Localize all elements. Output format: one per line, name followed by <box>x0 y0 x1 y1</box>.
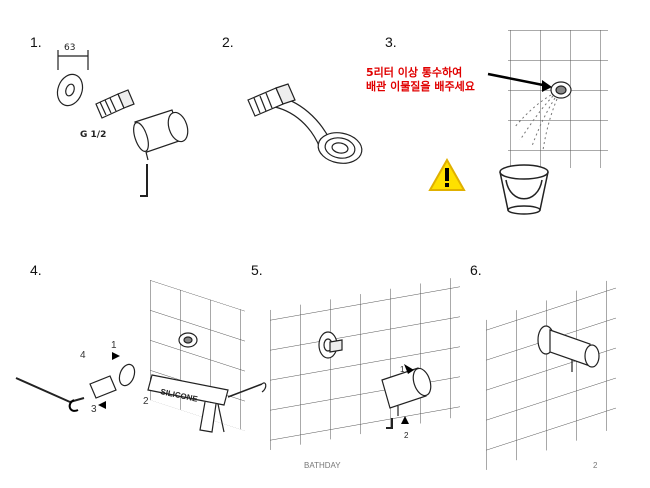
step-5-callout-1: 1 <box>400 365 405 374</box>
step-5-number: 5. <box>251 262 263 278</box>
teflon-tape-icon <box>269 95 363 164</box>
allen-key-icon <box>140 164 148 197</box>
step-5-illustration <box>270 276 460 450</box>
silicone-gun-icon <box>147 374 267 433</box>
footer-brand: BATHDAY <box>304 461 341 470</box>
step-2-illustration <box>247 83 363 164</box>
step-6-illustration <box>486 277 616 470</box>
threaded-nipple <box>247 83 296 117</box>
step-4-callout-3: 3 <box>91 404 97 415</box>
pointer-arrow <box>487 72 549 88</box>
step-4-callout-2: 2 <box>143 396 149 407</box>
flush-warning-line-2: 배관 이물질을 배주세요 <box>366 80 475 93</box>
caution-triangle-icon <box>428 157 466 191</box>
step-3-illustration <box>428 30 608 215</box>
valve-body <box>133 109 189 161</box>
step-4-number: 4. <box>30 262 42 278</box>
step-1-illustration <box>56 50 189 197</box>
bucket-icon <box>499 164 549 215</box>
step-6-number: 6. <box>470 262 482 278</box>
dimension-label: 63 <box>64 43 76 53</box>
step-3-number: 3. <box>385 34 397 50</box>
thread-size-label: G 1/2 <box>80 130 107 140</box>
step-1-number: 1. <box>30 34 42 50</box>
page-number: 2 <box>593 461 598 470</box>
step-2-number: 2. <box>222 34 234 50</box>
allen-key-icon <box>15 377 85 404</box>
step-4-callout-1: 1 <box>111 340 117 351</box>
flush-warning-line-1: 5리터 이상 통수하여 <box>366 66 463 79</box>
water-spray <box>513 94 558 151</box>
threaded-nipple <box>95 89 135 119</box>
step-4-callout-4: 4 <box>80 350 86 361</box>
step-5-callout-2: 2 <box>404 431 409 440</box>
step-4-illustration: SILICONE <box>15 280 267 433</box>
flush-warning-text: 5리터 이상 통수하여 배관 이물질을 배주세요 <box>366 66 475 94</box>
